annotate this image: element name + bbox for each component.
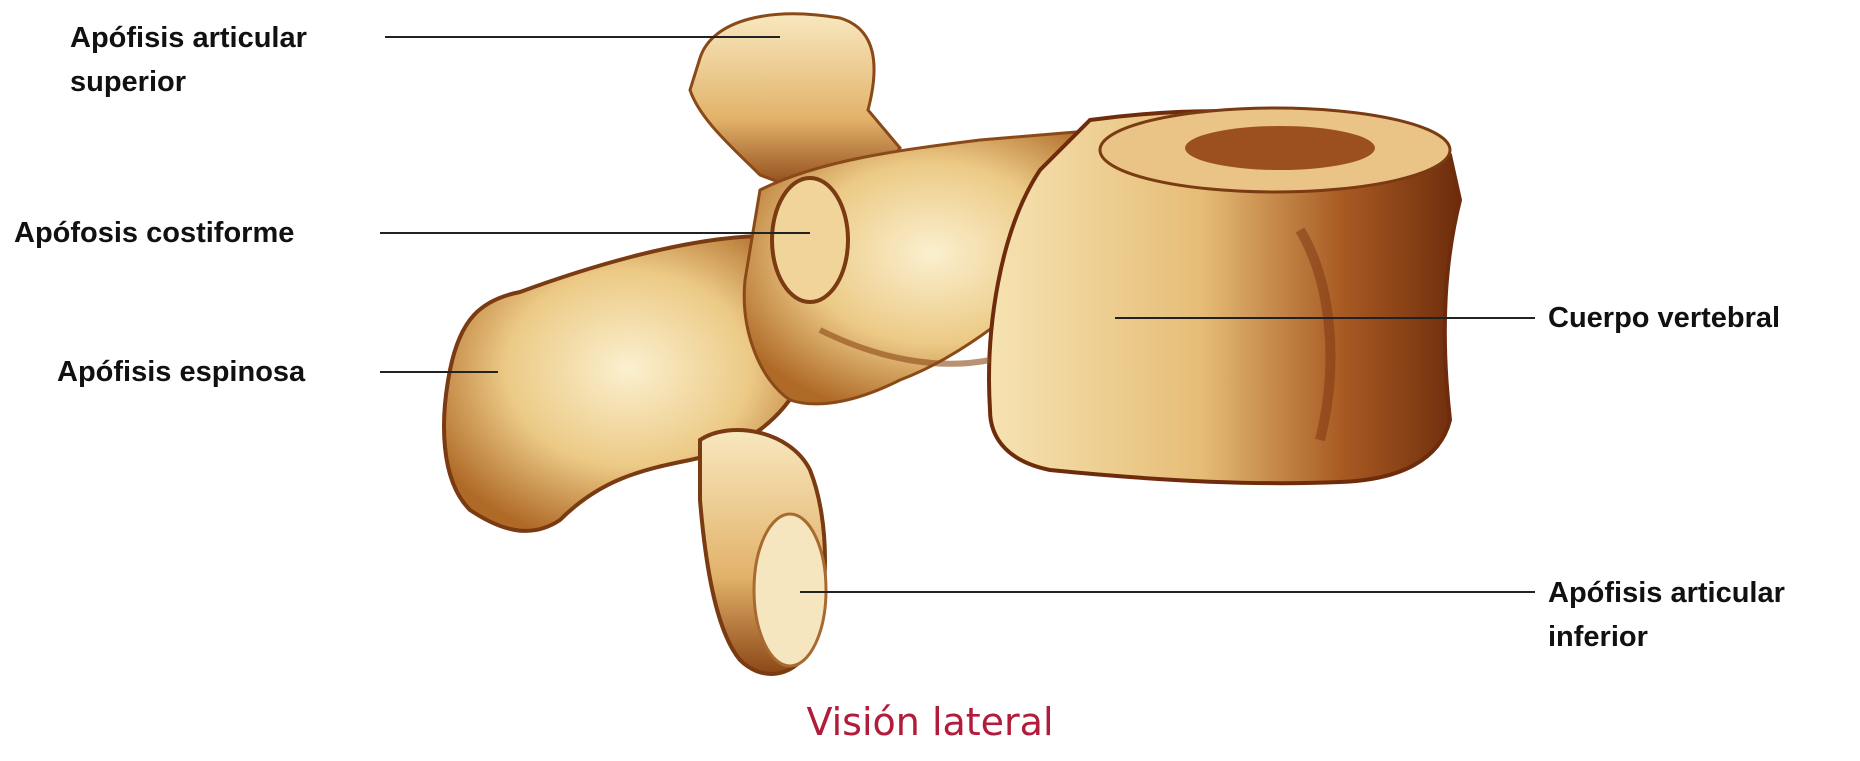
figure-caption: Visión lateral	[0, 700, 1860, 744]
label-cuerpo-vertebral: Cuerpo vertebral	[1548, 296, 1780, 340]
costiform-process	[772, 178, 848, 302]
vertebra-illustration	[444, 14, 1460, 674]
label-articular-superior-line2: superior	[70, 60, 307, 104]
label-articular-superior: Apófisis articular superior	[70, 16, 307, 104]
label-articular-inferior-line2: inferior	[1548, 615, 1785, 659]
inferior-articular-facet	[754, 514, 826, 666]
label-costiforme: Apófosis costiforme	[14, 211, 294, 255]
vertebral-body-top-rim	[1185, 126, 1375, 170]
label-articular-superior-line1: Apófisis articular	[70, 22, 307, 54]
label-articular-inferior-line1: Apófisis articular	[1548, 577, 1785, 609]
label-articular-inferior: Apófisis articular inferior	[1548, 571, 1785, 659]
label-espinosa: Apófisis espinosa	[57, 350, 305, 394]
